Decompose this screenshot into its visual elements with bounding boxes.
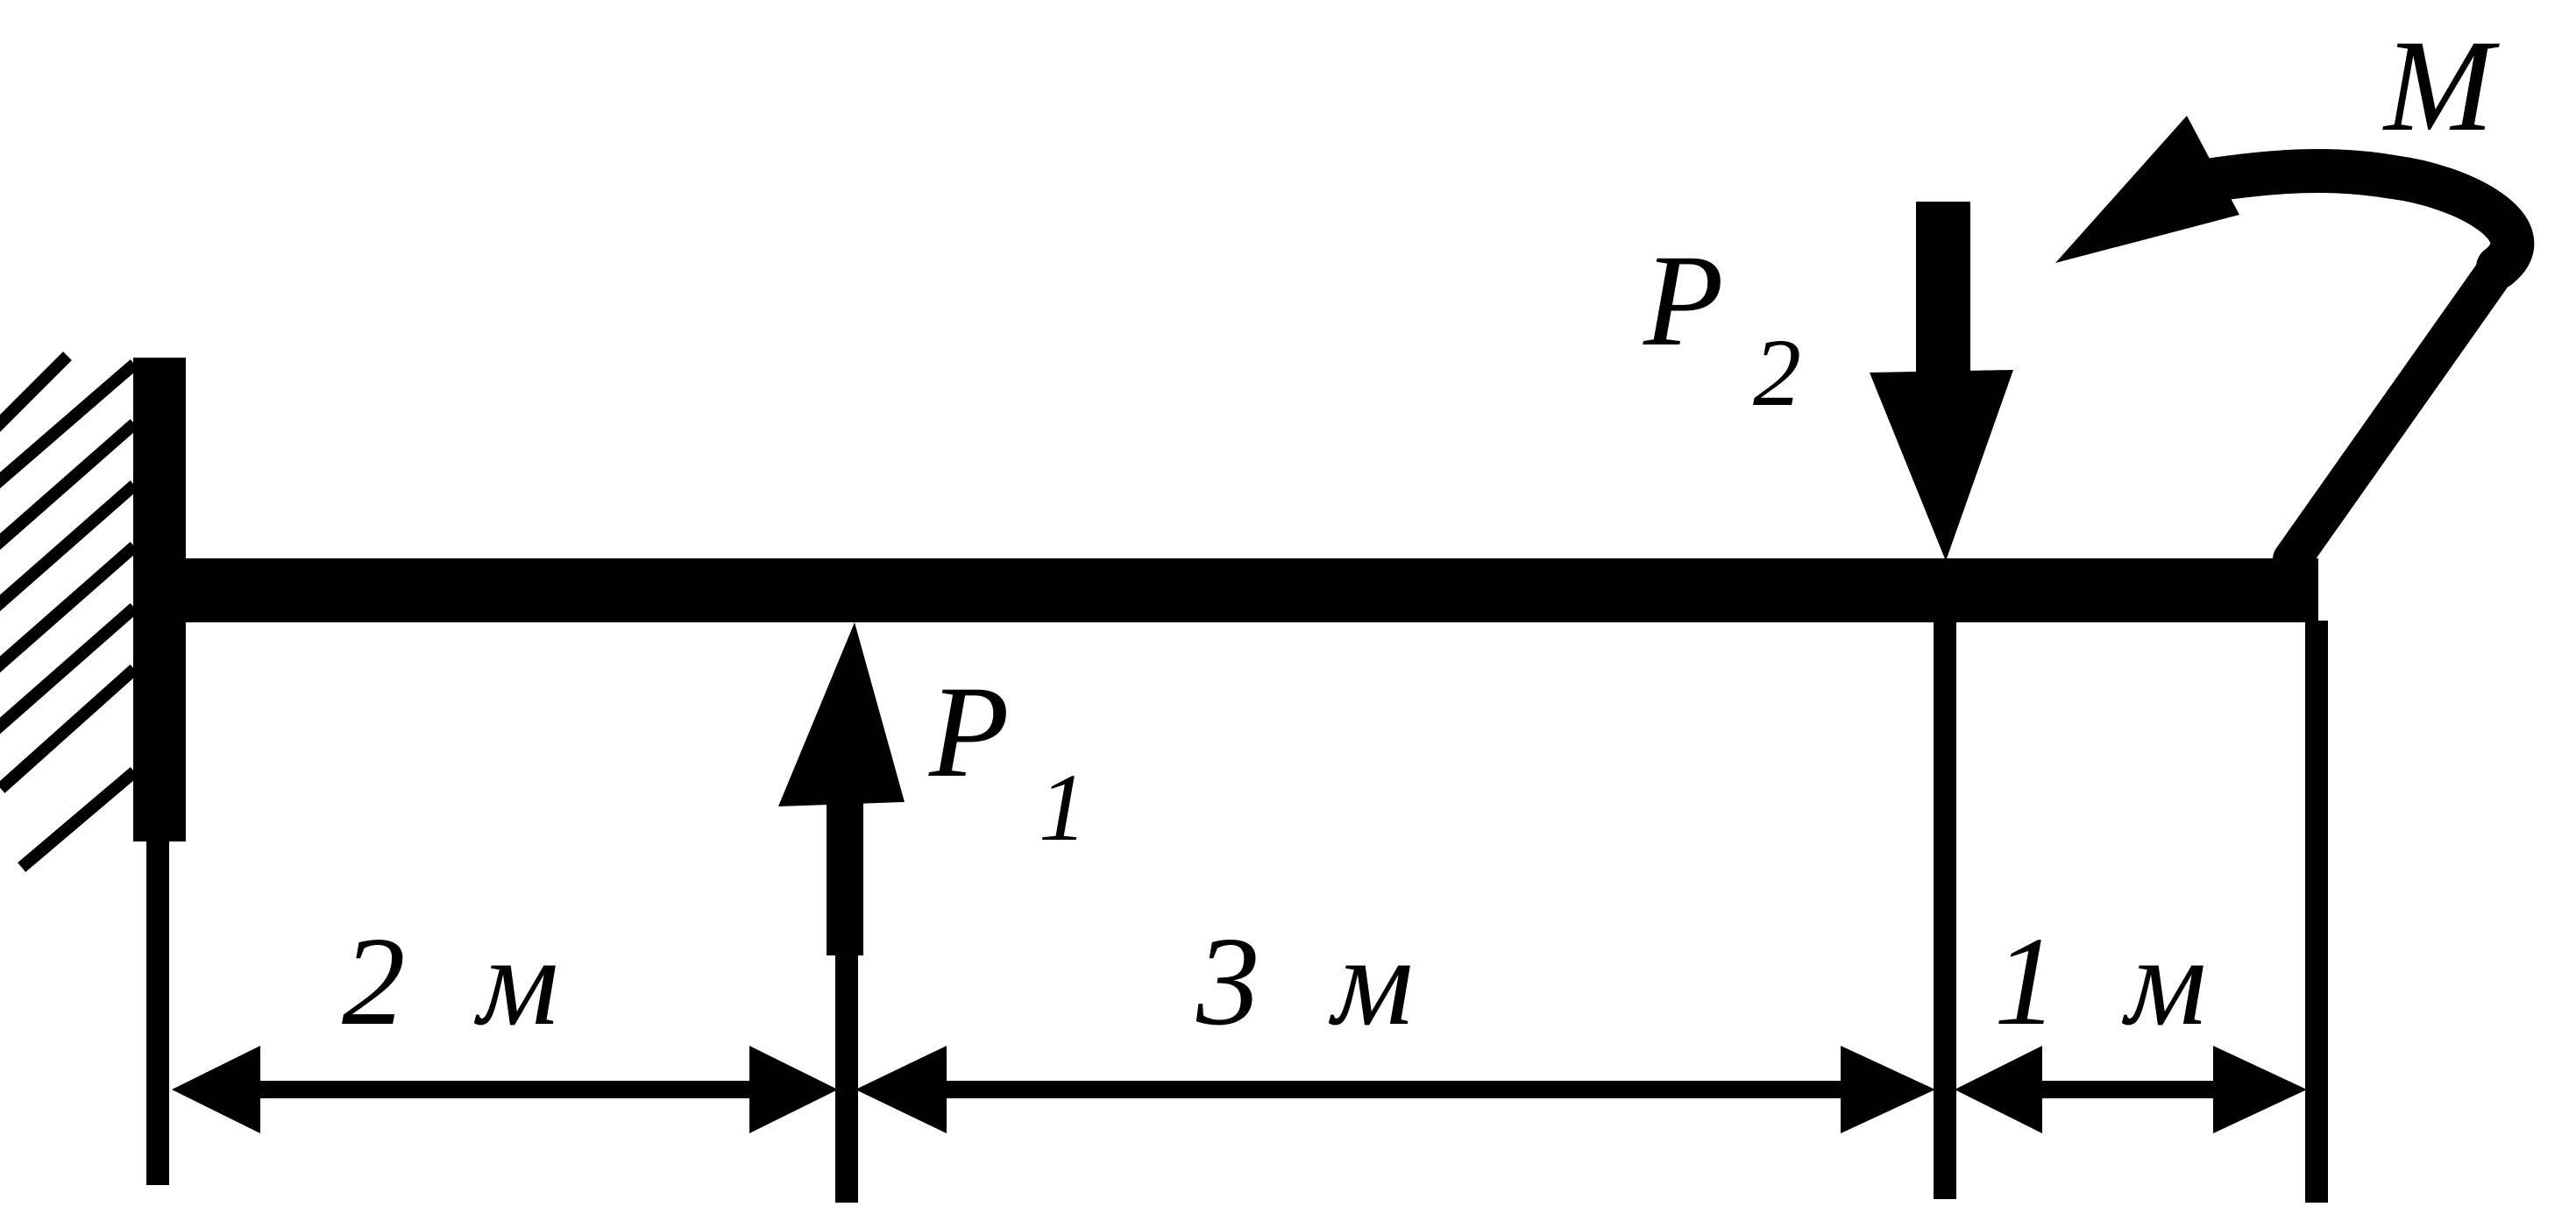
force-p1-arrow (778, 622, 905, 955)
extension-lines (146, 621, 2328, 1203)
wall-plate (133, 358, 186, 841)
dimension-line-3m (855, 1046, 1935, 1133)
dimension-unit-2m: м (473, 912, 559, 1052)
beam (180, 558, 2318, 622)
wall-hatching (0, 351, 138, 872)
label-moment: M (2382, 13, 2500, 159)
dimension-line-1m (1955, 1046, 2307, 1133)
label-p2-subscript: 2 (1753, 319, 1801, 426)
label-p1: P (928, 659, 1010, 805)
moment-arrow (2055, 116, 2535, 579)
label-p1-subscript: 1 (1039, 754, 1087, 861)
label-p2: P (1643, 228, 1724, 373)
dimension-unit-3m: м (1328, 912, 1414, 1052)
dimension-line-2m (172, 1046, 838, 1133)
force-p2-arrow (1870, 202, 2013, 561)
dimension-value-1m: 1 (1994, 912, 2058, 1052)
fixed-support (0, 351, 186, 872)
dimension-value-3m: 3 (1196, 912, 1260, 1052)
dimension-value-2m: 2 (342, 912, 406, 1052)
dimension-unit-1m: м (2121, 912, 2207, 1052)
